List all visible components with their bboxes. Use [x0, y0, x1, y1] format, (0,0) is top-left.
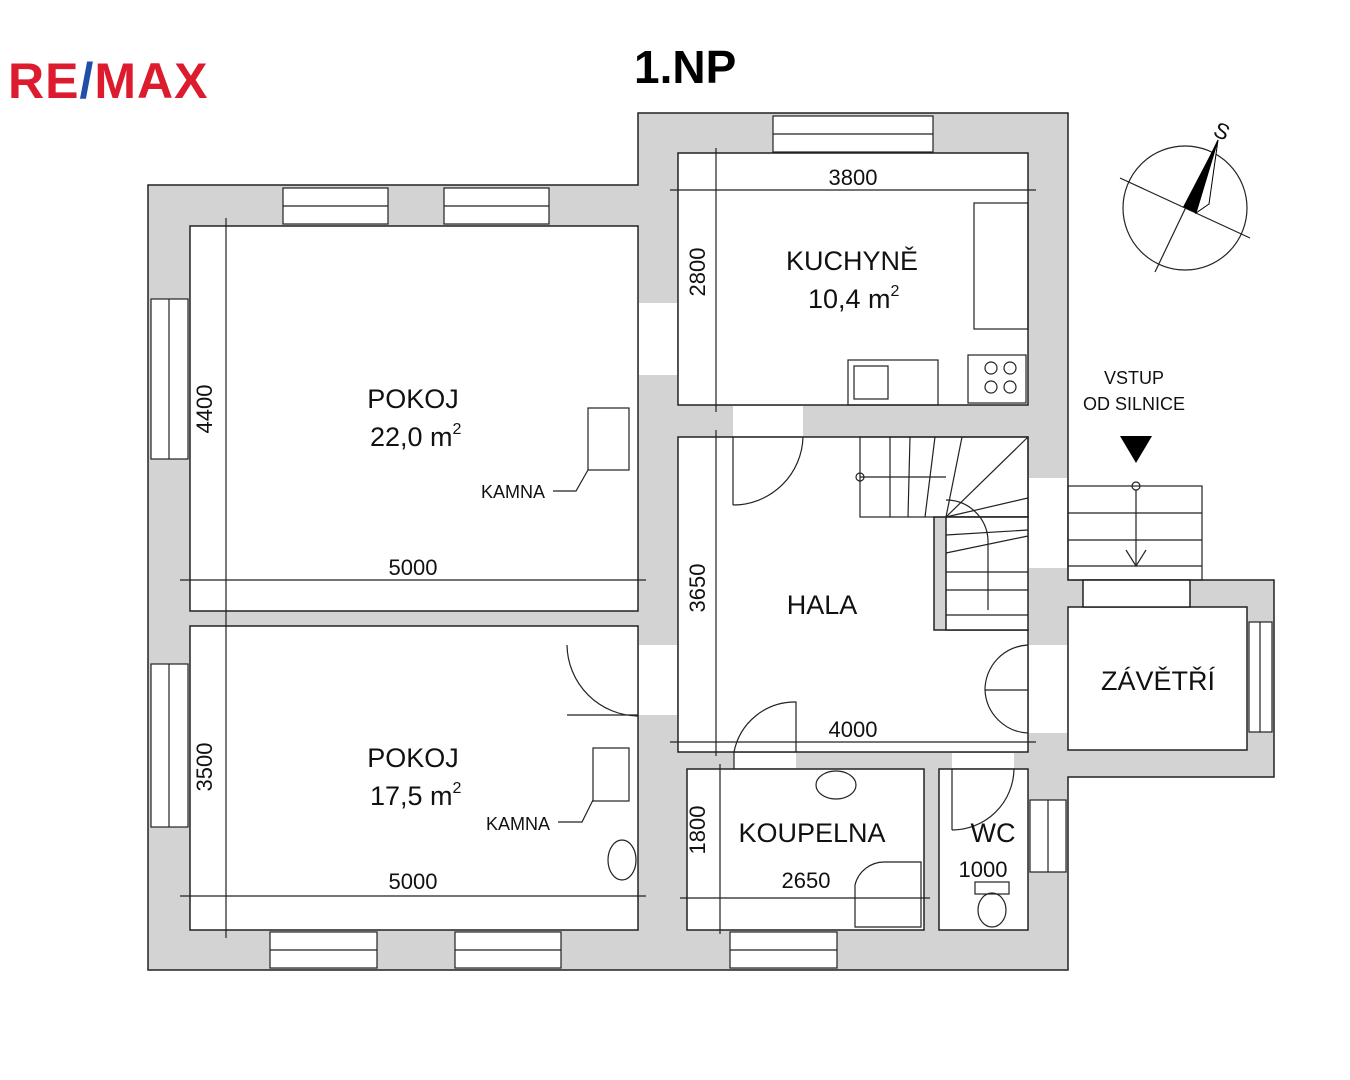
room-name: KOUPELNA [738, 818, 885, 848]
dimension-label: 1000 [959, 857, 1008, 882]
toilet-icon [974, 881, 1010, 895]
dimension-lines [180, 148, 1036, 938]
remax-logo: RE/MAX [8, 52, 208, 110]
stove-icon [587, 407, 630, 471]
room-area: 10,4 m2 [808, 283, 900, 314]
room-name: POKOJ [367, 384, 459, 414]
entrance-label: VSTUP [1104, 368, 1164, 388]
doorways [639, 303, 1067, 768]
floor-title: 1.NP [634, 41, 737, 93]
entry-threshold [1082, 579, 1191, 608]
shower-icon [854, 861, 922, 928]
logo-text: MAX [94, 53, 209, 109]
washbasin-icon [815, 770, 857, 800]
logo-text: RE [8, 53, 80, 109]
room-koupelna [686, 768, 925, 931]
dimension-label: 4000 [829, 717, 878, 742]
room-area: 17,5 m2 [370, 780, 462, 811]
kitchen-counter [973, 202, 1029, 330]
stove-label: KAMNA [481, 482, 545, 502]
dimension-label: 3650 [685, 564, 710, 613]
room-pokoj-2 [189, 625, 639, 931]
entrance-label: OD SILNICE [1083, 394, 1185, 414]
stove-label: KAMNA [486, 814, 550, 834]
kitchen-sink [847, 359, 939, 406]
dimension-label: 2650 [782, 868, 831, 893]
entry-steps [1067, 481, 1203, 581]
door-swings [566, 436, 1029, 831]
staircase-lower [945, 516, 1029, 631]
room-name: KUCHYNĚ [786, 245, 918, 276]
entrance-arrow-icon [1120, 436, 1152, 463]
windows [150, 115, 1273, 969]
compass-icon [1119, 139, 1251, 273]
dimension-label: 3800 [829, 165, 878, 190]
logo-slash: / [79, 53, 95, 109]
staircase [855, 436, 1029, 616]
room-name: HALA [787, 590, 858, 620]
room-zavetri [1067, 606, 1248, 751]
room-kuchyne [677, 152, 1029, 406]
room-area: 22,0 m2 [370, 421, 462, 452]
fixtures [553, 202, 1029, 928]
cooktop-icon [967, 354, 1027, 404]
room-name: WC [971, 818, 1016, 848]
dimension-label: 5000 [389, 555, 438, 580]
dimension-label: 1800 [685, 806, 710, 855]
washbasin-icon [607, 839, 637, 881]
dimension-label: 2800 [685, 248, 710, 297]
room-pokoj-1 [189, 225, 639, 612]
dimension-label: 4400 [192, 385, 217, 434]
compass-south-label: S [1210, 117, 1234, 146]
dimension-label: 3500 [192, 743, 217, 792]
dimension-label: 5000 [389, 869, 438, 894]
room-name: ZÁVĚTŘÍ [1101, 665, 1216, 696]
room-name: POKOJ [367, 743, 459, 773]
stove-icon [592, 747, 630, 802]
room-wc [938, 768, 1029, 931]
